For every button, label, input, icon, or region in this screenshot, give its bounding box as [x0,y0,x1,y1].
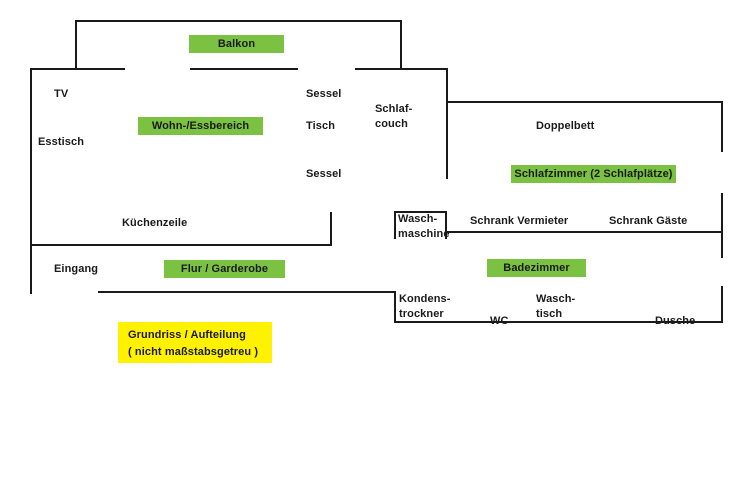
label-waschtisch: Wasch- tisch [536,292,575,322]
wall-living-left [30,68,32,294]
legend-line-1: Grundriss / Aufteilung [128,329,246,341]
wall-bedroom-right-lower [721,193,723,258]
wall-kitchen-bottom [30,244,332,246]
room-tag-schlafzimmer: Schlafzimmer (2 Schlafplätze) [511,165,676,183]
wall-bathroom-bottom [394,321,723,323]
wall-living-top-right [355,68,447,70]
wall-bedroom-top [446,101,723,103]
wall-balcony-right [400,20,402,69]
label-waschtisch-line-1: Wasch- [536,293,576,305]
legend-box: Grundriss / Aufteilung ( nicht maßstabsg… [118,322,272,363]
label-waschtisch-line-2: tisch [536,308,563,320]
label-waschmaschine-line-2: maschine [398,228,450,240]
wall-washer-top [394,211,447,213]
label-schrank-vermieter: Schrank Vermieter [470,215,569,227]
label-schlafcouch-line-2: couch [375,118,408,130]
wall-balcony-left [75,20,77,69]
wall-kitchen-right [330,212,332,245]
label-tisch: Tisch [306,120,336,132]
label-eingang: Eingang [54,263,99,275]
label-waschmaschine-line-1: Wasch- [398,213,438,225]
label-esstisch: Esstisch [38,136,85,148]
label-sessel-unten: Sessel [306,168,342,180]
wall-bathroom-left [394,291,396,323]
label-tv: TV [54,88,69,100]
label-waschmaschine: Wasch- maschine [398,212,450,242]
wall-washer-left [394,211,396,239]
label-schlafcouch-line-1: Schlaf- [375,103,413,115]
wall-balcony-top [75,20,402,22]
wall-bedroom-right-upper [721,101,723,152]
label-kondenstrockner-line-2: trockner [399,308,444,320]
wall-bathroom-right [721,286,723,323]
label-kuechenzeile: Küchenzeile [122,217,188,229]
label-schrank-gaeste: Schrank Gäste [609,215,688,227]
room-tag-wohn-essbereich: Wohn-/Essbereich [138,117,263,135]
room-tag-balkon: Balkon [189,35,284,53]
wall-hall-bottom [98,291,396,293]
room-tag-flur-garderobe: Flur / Garderobe [164,260,285,278]
wall-living-top-left [30,68,125,70]
label-kondenstrockner: Kondens- trockner [399,292,451,322]
wall-washer-right [445,211,447,239]
label-sessel-oben: Sessel [306,88,342,100]
label-doppelbett: Doppelbett [536,120,595,132]
room-tag-badezimmer: Badezimmer [487,259,586,277]
label-dusche: Dusche [655,315,696,327]
label-kondenstrockner-line-1: Kondens- [399,293,451,305]
label-wc: WC [490,315,509,327]
legend-line-2: ( nicht maßstabsgetreu ) [128,346,259,358]
label-schlafcouch: Schlaf- couch [375,102,412,132]
wall-closet-run [445,231,723,233]
wall-living-right [446,68,448,179]
wall-balcony-threshold [190,68,298,70]
